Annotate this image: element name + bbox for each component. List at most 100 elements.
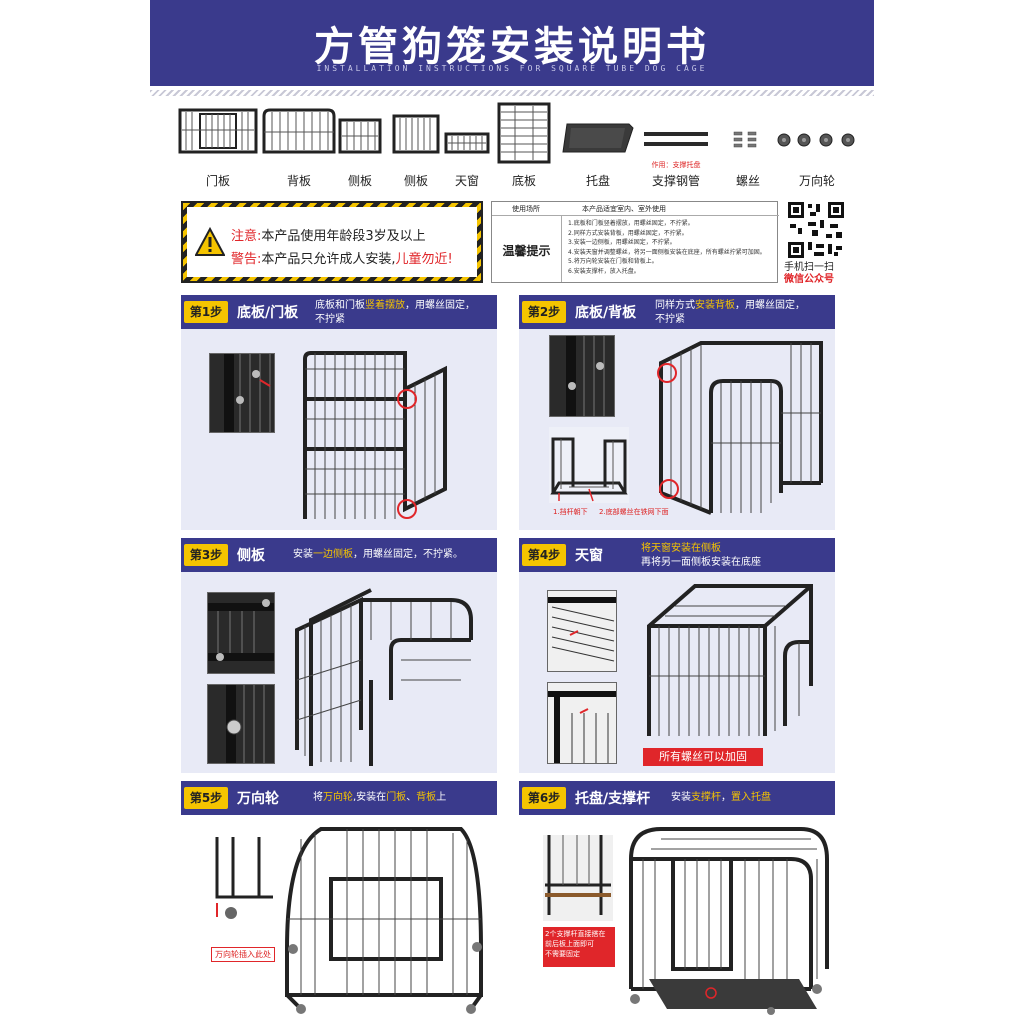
desc-highlight: 支撑杆	[691, 792, 721, 803]
desc-highlight: 安装背板	[695, 300, 735, 311]
step-header: 第5步 万向轮 将万向轮,安装在门板、背板上	[181, 781, 497, 815]
annotation-screw-under-mesh: 2.底部螺丝在铁网下面	[599, 508, 669, 516]
part-label: 侧板	[403, 174, 428, 188]
part-door-panel: 门板	[178, 102, 258, 188]
warning-line-2: 警告:本产品只允许成人安装,儿童勿近!	[231, 248, 453, 267]
skylight-image	[444, 132, 490, 154]
title-banner: 方管狗笼安装说明书 INSTALLATION INSTRUCTIONS FOR …	[150, 0, 874, 86]
rule-item: 1.底板和门板竖着摆放，用螺丝固定，不拧紧。	[568, 220, 694, 227]
step-description: 将万向轮,安装在门板、背板上	[313, 791, 446, 805]
bolt-detail-image	[208, 599, 274, 661]
bolt-detail-image	[566, 336, 605, 416]
desc-highlight: 背板	[416, 792, 437, 803]
base-position-image	[549, 427, 629, 503]
usage-place-value: 本产品适宜室内、室外使用	[582, 205, 666, 213]
step-name: 底板/背板	[575, 305, 637, 321]
rule-item: 5.将万向轮安装在门板和背板上。	[568, 258, 658, 266]
attention-label: 注意:	[231, 229, 262, 244]
step-name: 托盘/支撑杆	[575, 791, 651, 807]
step-header: 第6步 托盘/支撑杆 安装支撑杆，置入托盘	[519, 781, 835, 815]
part-skylight: 天窗	[442, 102, 492, 188]
step-number-badge: 第2步	[522, 301, 566, 323]
step-number-badge: 第1步	[184, 301, 228, 323]
screws-image	[733, 131, 757, 148]
step-name: 天窗	[575, 548, 603, 564]
note-line: 不需要固定	[545, 950, 580, 958]
step-header: 第2步 底板/背板 同样方式安装背板，用螺丝固定， 不拧紧	[519, 295, 835, 329]
casters-image	[777, 133, 855, 147]
note-line: 前后板上面即可	[545, 940, 594, 948]
note-line: 2个支撑杆直接搭在	[545, 930, 606, 938]
support-tubes-image	[644, 132, 708, 146]
cage-step-1-image	[303, 351, 447, 519]
rule-item: 6.安装支撑杆，放入托盘。	[568, 267, 640, 275]
notice-header: 使用场所 本产品适宜室内、室外使用	[492, 202, 779, 216]
qr-caption-wechat: 微信公众号	[784, 274, 834, 285]
rule-item: 2.同样方式安装背板，用螺丝固定，不拧紧。	[568, 229, 688, 237]
step-description: 安装一边侧板，用螺丝固定，不拧紧。	[293, 548, 463, 562]
rule-item: 3.安装一边侧板，用螺丝固定，不拧紧。	[568, 239, 676, 247]
desc-text: 底板和门板	[315, 300, 365, 311]
step-number-badge: 第4步	[522, 544, 566, 566]
annotation-lever-down: 1.挡杆朝下	[553, 508, 588, 516]
step-header: 第1步 底板/门板 底板和门板竖着摆放，用螺丝固定， 不拧紧	[181, 295, 497, 329]
step-5: 第5步 万向轮 将万向轮,安装在门板、背板上 万向轮插入此处	[181, 781, 497, 1016]
bolt-detail-image	[224, 354, 271, 432]
warning-line-1: 注意:本产品使用年龄段3岁及以上	[231, 225, 426, 244]
step-description: 将天窗安装在侧板 再将另一面侧板安装在底座	[641, 542, 761, 570]
desc-text: 上	[436, 792, 447, 803]
step-illustration: 2个支撑杆直接搭在 前后板上面即可 不需要固定	[519, 815, 835, 1016]
warning-text: 本产品只允许成人安装,	[261, 252, 396, 267]
step-illustration: 1.挡杆朝下 2.底部螺丝在铁网下面	[519, 329, 835, 530]
step-number-badge: 第6步	[522, 787, 566, 809]
part-label: 螺丝	[735, 174, 760, 188]
desc-highlight: 置入托盘	[731, 792, 771, 803]
step-header: 第4步 天窗 将天窗安装在侧板 再将另一面侧板安装在底座	[519, 538, 835, 572]
usage-place-label: 使用场所	[512, 205, 540, 213]
detail-inset	[207, 684, 275, 764]
desc-highlight: 竖着摆放	[365, 300, 405, 311]
qr-code[interactable]	[786, 200, 846, 260]
warning-box: 注意:本产品使用年龄段3岁及以上 警告:本产品只允许成人安装,儿童勿近!	[181, 201, 483, 283]
step-name: 万向轮	[237, 791, 279, 807]
part-side-panel-1: 侧板	[336, 102, 384, 188]
desc-highlight: 门板	[386, 792, 407, 803]
desc-text: 安装	[671, 792, 691, 803]
cage-step-2-image	[657, 341, 823, 515]
part-screws: 螺丝	[726, 102, 770, 188]
step-2: 第2步 底板/背板 同样方式安装背板，用螺丝固定， 不拧紧 1.挡杆	[519, 295, 835, 530]
detail-inset	[547, 682, 617, 764]
desc-highlight: 一边侧板	[313, 549, 353, 560]
part-back-panel: 背板	[260, 102, 338, 188]
door-panel-image	[178, 108, 258, 154]
warning-icon	[195, 227, 225, 256]
cage-step-4-image	[647, 584, 813, 736]
page-title: 方管狗笼安装说明书	[314, 24, 710, 70]
part-label: 万向轮	[798, 174, 835, 188]
step-illustration: 万向轮插入此处	[181, 815, 497, 1016]
part-side-panel-2: 侧板	[390, 102, 442, 188]
warning-label: 警告:	[231, 252, 262, 267]
desc-text: ，用螺丝固定，不拧紧。	[353, 549, 463, 560]
caster-insert-note: 万向轮插入此处	[211, 947, 275, 962]
page-subtitle: INSTALLATION INSTRUCTIONS FOR SQUARE TUB…	[316, 64, 708, 73]
step-name: 侧板	[237, 548, 265, 564]
desc-text: 安装	[293, 549, 313, 560]
base-panel-image	[497, 102, 551, 164]
part-casters: 万向轮	[774, 102, 860, 188]
desc-text: 将	[313, 792, 323, 803]
step-3: 第3步 侧板 安装一边侧板，用螺丝固定，不拧紧。	[181, 538, 497, 773]
side-panel-image	[392, 114, 440, 154]
part-support-tubes: 作用：支撑托盘 支撑钢管	[640, 102, 712, 188]
desc-text: 、	[406, 792, 417, 803]
notice-table: 使用场所 本产品适宜室内、室外使用 温馨提示 1.底板和门板竖着摆放，用螺丝固定…	[491, 201, 779, 283]
step-illustration	[181, 329, 497, 530]
part-label: 底板	[511, 174, 536, 188]
divider-stripe	[150, 90, 874, 96]
cage-step-6-image	[629, 827, 829, 1015]
desc-text: ，用螺丝固定，	[405, 300, 475, 311]
side-panel-detail-image	[548, 691, 616, 763]
desc-text: ，	[721, 792, 731, 803]
step-1: 第1步 底板/门板 底板和门板竖着摆放，用螺丝固定， 不拧紧	[181, 295, 497, 530]
desc-highlight: 万向轮	[323, 792, 353, 803]
